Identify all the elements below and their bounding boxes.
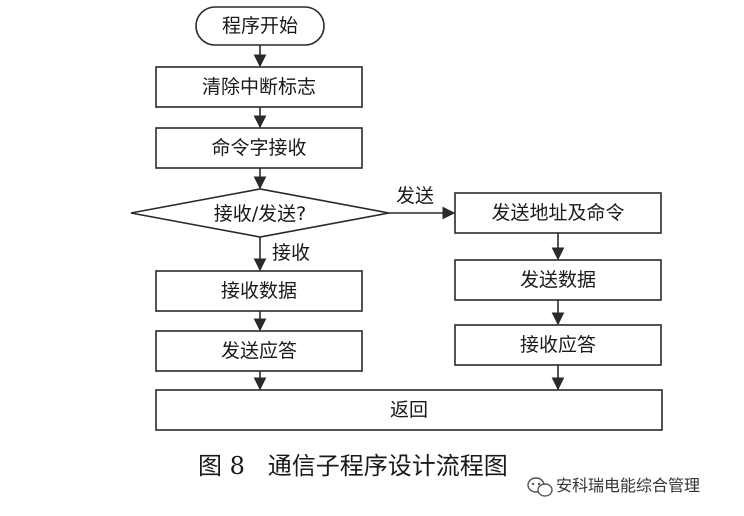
send-addr-cmd-label: 发送地址及命令 [491, 202, 624, 224]
send-addr-cmd-node: 发送地址及命令 [454, 192, 662, 234]
edge-label-send: 发送 [396, 185, 434, 207]
send-data-label: 发送数据 [520, 269, 596, 291]
wechat-icon [527, 477, 553, 497]
decision-node: 接收/发送? [130, 188, 390, 238]
figure-caption: 图 8 通信子程序设计流程图 [198, 452, 508, 480]
receive-cmd-node: 命令字接收 [155, 127, 363, 169]
send-ack-node: 发送应答 [155, 330, 363, 372]
send-ack-label: 发送应答 [221, 340, 297, 362]
start-node: 程序开始 [195, 6, 325, 46]
receive-cmd-label: 命令字接收 [211, 137, 306, 159]
decision-label: 接收/发送? [214, 203, 307, 225]
clear-flag-label: 清除中断标志 [202, 76, 316, 98]
watermark-text: 安科瑞电能综合管理 [556, 476, 700, 495]
return-node: 返回 [155, 389, 663, 431]
receive-ack-node: 接收应答 [454, 324, 662, 366]
receive-data-label: 接收数据 [221, 280, 297, 302]
receive-data-node: 接收数据 [155, 270, 363, 312]
clear-flag-node: 清除中断标志 [155, 66, 363, 108]
send-data-node: 发送数据 [454, 259, 662, 301]
edge-label-receive: 接收 [272, 242, 310, 264]
return-label: 返回 [390, 399, 428, 421]
start-node-label: 程序开始 [222, 15, 298, 37]
watermark: 安科瑞电能综合管理 [527, 476, 700, 497]
receive-ack-label: 接收应答 [520, 334, 596, 356]
